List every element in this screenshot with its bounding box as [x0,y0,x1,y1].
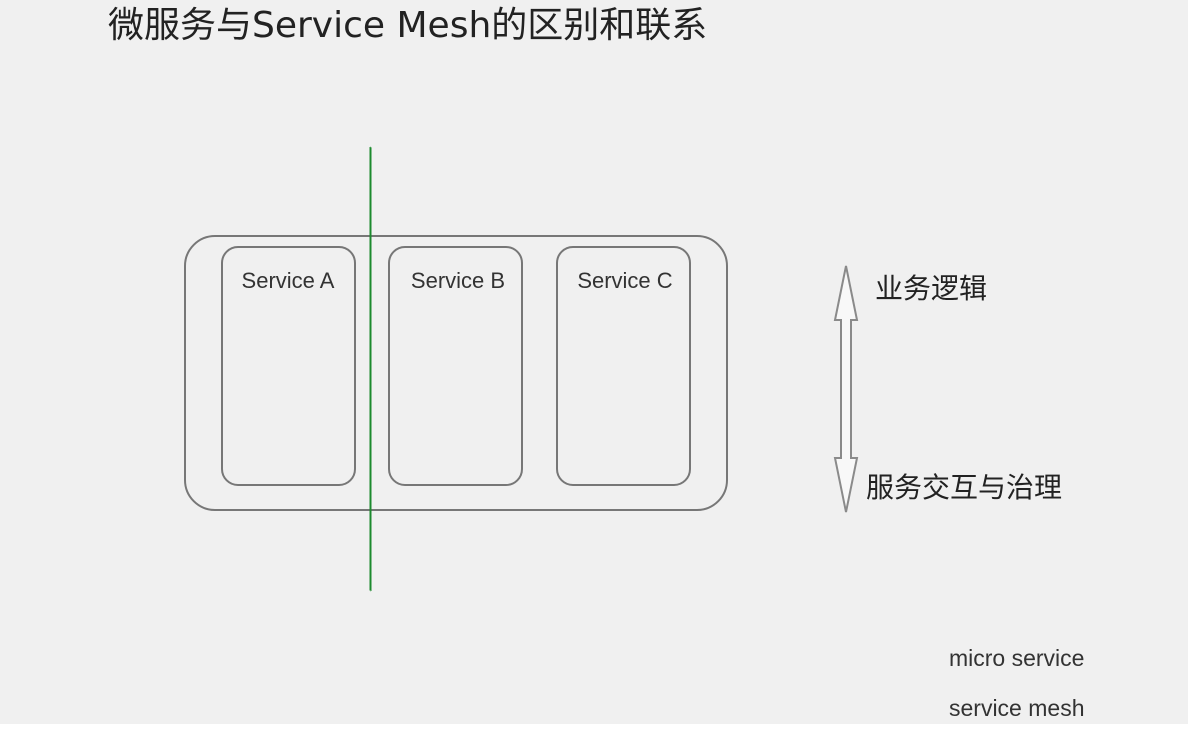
service-b-label: Service B [411,268,505,293]
micro-service-line-left [367,147,374,591]
up-down-arrow-icon [833,265,859,513]
service-governance-label: 服务交互与治理 [866,471,1063,504]
legend-micro-service-label: micro service [949,645,1085,671]
service-b-box [388,246,523,486]
page-title: 微服务与Service Mesh的区别和联系 [108,5,708,46]
service-a-box [221,246,356,486]
service-a-label: Service A [242,268,335,293]
service-c-label: Service C [577,268,672,293]
service-c-box [556,246,691,486]
legend-service-mesh-label: service mesh [949,695,1085,721]
service-container-box [184,235,728,511]
business-logic-label: 业务逻辑 [875,272,988,305]
